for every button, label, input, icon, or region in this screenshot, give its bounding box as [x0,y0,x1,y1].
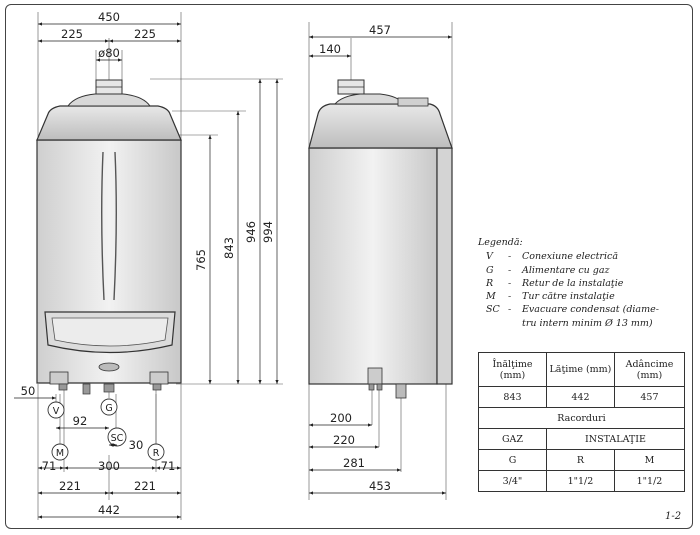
legend-code: G [486,264,494,276]
legend-title: Legendă: [478,237,523,248]
drawing-frame [5,4,693,529]
legend-dash: - [508,291,512,303]
header-depth: Adâncime (mm) [613,352,686,387]
dim-base-width: 442 [98,503,120,517]
legend-desc: Evacuare condensat (diame- [522,304,659,316]
spec-table: Înălţime (mm) Lăţime (mm) Adâncime (mm) … [478,352,686,492]
legend-dash: - [508,264,512,276]
dim-side-depth: 457 [369,23,391,37]
legend-dash: - [508,304,512,316]
legend-continuation: tru intern minim Ø 13 mm) [522,317,653,329]
legend-code: M [486,291,496,303]
value-depth: 457 [613,386,686,408]
connection-r-label: R [153,448,160,459]
dim-side-base-depth: 453 [369,479,391,493]
legend-item: SC - Evacuare condensat (diame- [478,303,678,316]
connections-header: Racorduri [478,407,685,429]
legend-desc: Retur de la instalaţie [522,277,624,289]
group-installation: INSTALAŢIE [545,428,686,450]
figure-number: 1-2 [665,511,682,522]
dim-offset-92: 92 [73,414,88,428]
value-height: 843 [478,386,547,408]
value-width: 442 [545,386,615,408]
legend-code: R [486,277,494,289]
legend-item: M - Tur către instalaţie [478,290,678,303]
dim-offset-30: 30 [129,438,144,452]
dim-overall-width: 450 [98,10,120,24]
connection-sc-label: SC [111,433,124,444]
conn-size-r: 1"1/2 [545,470,615,492]
dim-height-946: 946 [244,221,258,243]
legend-dash: - [508,277,512,289]
dim-offset-71-left: 71 [42,459,57,473]
conn-size-m: 1"1/2 [613,470,686,492]
conn-code-g: G [478,449,547,471]
legend-item: R - Retur de la instalaţie [478,277,678,290]
connection-m-label: M [56,448,64,459]
legend-item: V - Conexiune electrică [478,250,678,263]
dim-half-width-left: 225 [61,27,83,41]
legend-code: SC [486,304,500,316]
dim-bottom-offset-50: 50 [21,384,36,398]
dim-height-994: 994 [261,221,275,243]
header-width: Lăţime (mm) [545,352,615,387]
dim-height-843: 843 [222,237,236,259]
front-view: V G SC M R 450 [14,10,283,520]
dim-height-765: 765 [194,249,208,271]
connection-g-label: G [105,403,112,414]
legend-desc: Tur către instalaţie [522,291,615,303]
side-view: 457 140 200 220 281 453 [308,22,453,500]
dim-flue-offset: 140 [319,42,341,56]
legend-dash: - [508,251,512,263]
dim-side-281: 281 [343,456,365,470]
connection-v-label: V [53,406,60,417]
legend-desc: Alimentare cu gaz [522,264,610,276]
legend: Legendă: V - Conexiune electrică G - Ali… [478,236,678,330]
conn-code-m: M [613,449,686,471]
dim-base-221-left: 221 [59,479,81,493]
dim-side-220: 220 [333,433,355,447]
legend-code: V [486,251,493,263]
group-gas: GAZ [478,428,547,450]
conn-size-g: 3/4" [478,470,547,492]
dim-half-width-right: 225 [134,27,156,41]
legend-item: G - Alimentare cu gaz [478,264,678,277]
dim-side-200: 200 [330,411,352,425]
conn-code-r: R [545,449,615,471]
header-height: Înălţime (mm) [478,352,547,387]
dim-offset-300: 300 [98,459,120,473]
dim-offset-71-right: 71 [161,459,176,473]
dim-flue-diameter: ø80 [98,46,120,60]
dim-base-221-right: 221 [134,479,156,493]
legend-desc: Conexiune electrică [522,251,618,263]
